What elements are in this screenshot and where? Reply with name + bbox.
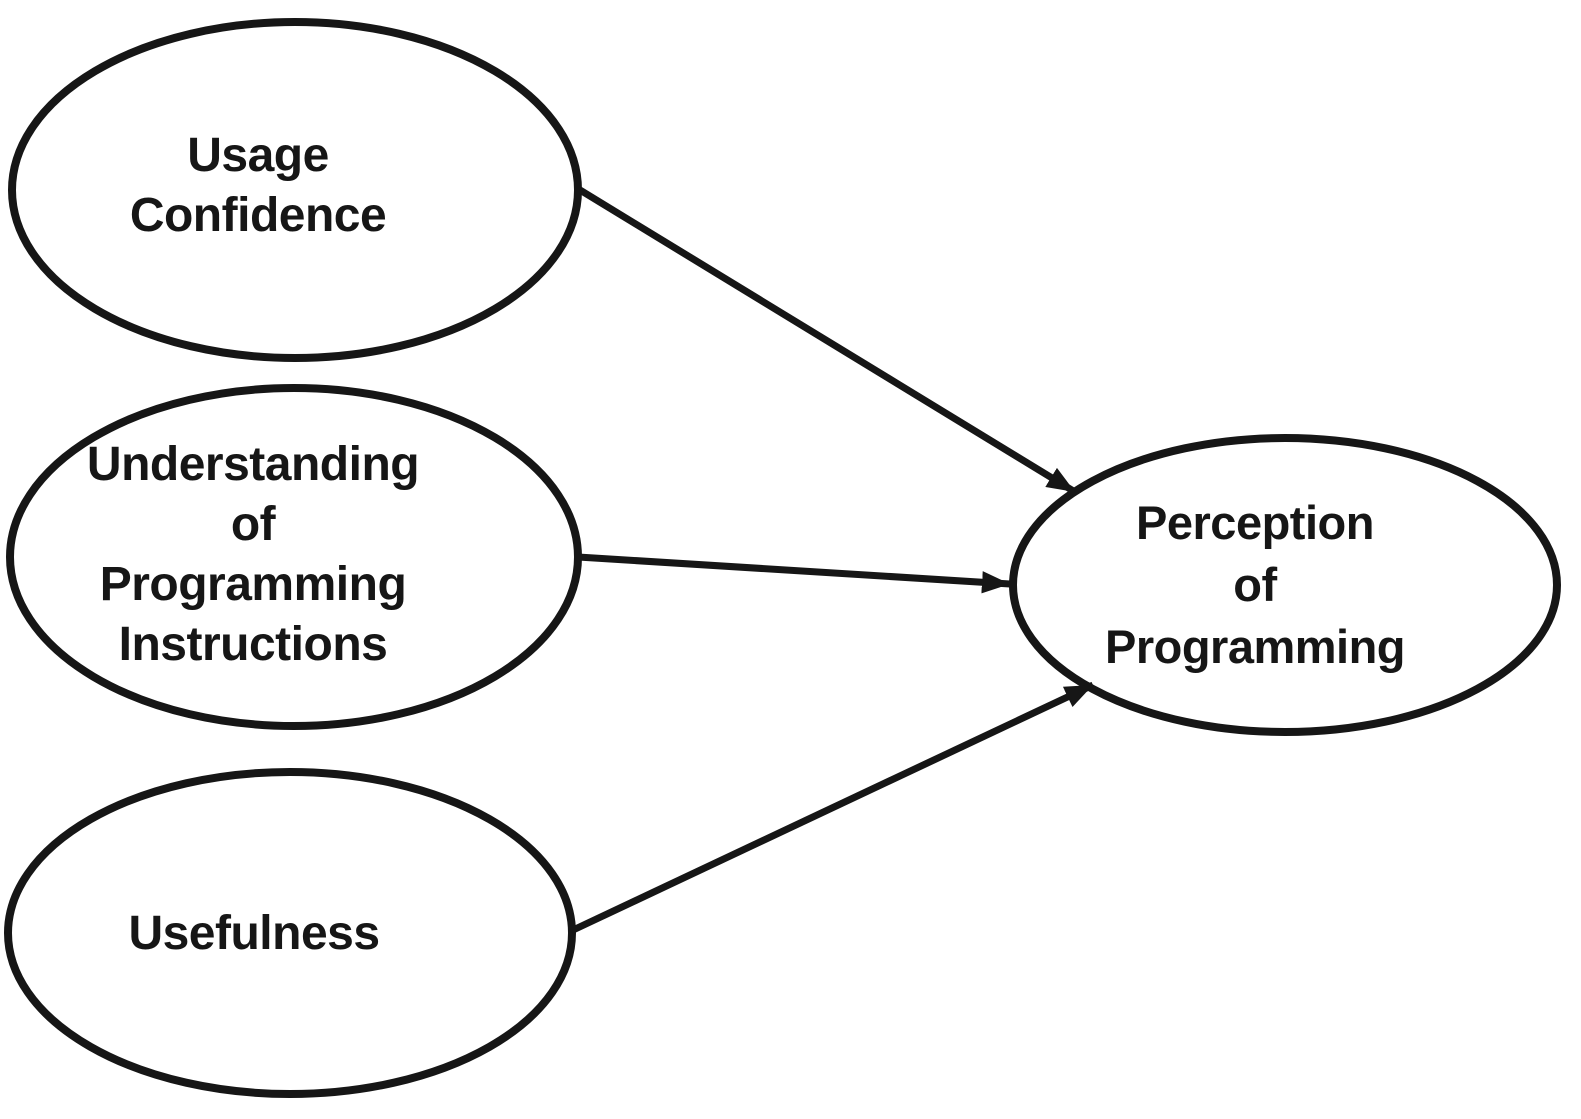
- edge-arrow-usefulness-to-perception: [569, 681, 1095, 935]
- node-label-understanding-of-programming-instructions: Understanding of Programming Instruction…: [86, 438, 420, 671]
- node-label-perception-of-programming: Perception of Programming: [1104, 496, 1406, 673]
- node-label-usage-confidence: Usage Confidence: [129, 129, 387, 242]
- node-ellipse-usage-confidence: [8, 18, 582, 362]
- node-ellipse-perception-of-programming: [1009, 434, 1561, 736]
- edge-arrow-understanding-to-perception: [577, 553, 1011, 594]
- node-label-usefulness: Usefulness: [128, 907, 380, 960]
- edge-arrow-usage-confidence-to-perception: [578, 187, 1077, 495]
